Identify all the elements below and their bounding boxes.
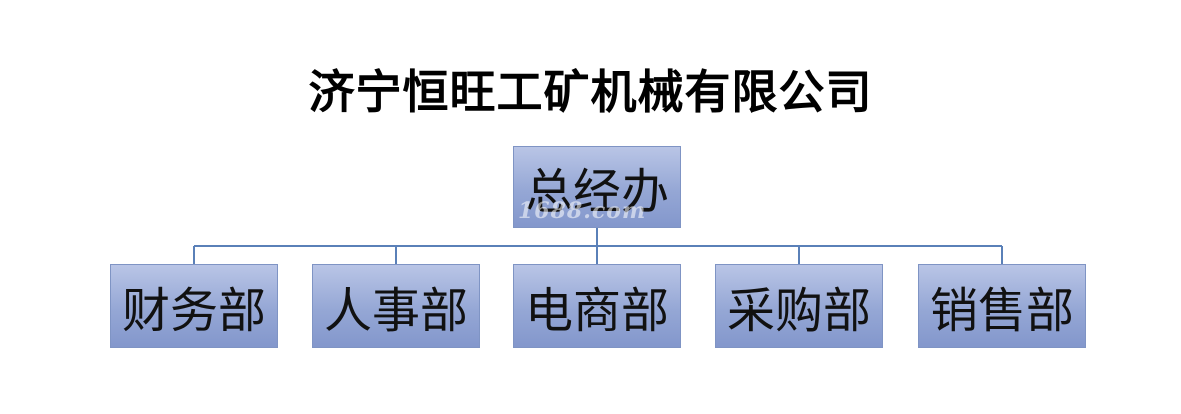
root-node: 总经办 bbox=[513, 146, 681, 228]
dept-node-sales: 销售部 bbox=[918, 264, 1086, 348]
dept-node-label: 电商部 bbox=[524, 283, 669, 339]
company-title: 济宁恒旺工矿机械有限公司 bbox=[308, 65, 873, 119]
dept-node-label: 采购部 bbox=[726, 283, 871, 339]
dept-node-label: 销售部 bbox=[929, 283, 1074, 339]
dept-node-label: 人事部 bbox=[323, 283, 468, 339]
dept-node-purchasing: 采购部 bbox=[715, 264, 883, 348]
dept-node-hr: 人事部 bbox=[312, 264, 480, 348]
root-node-label: 总经办 bbox=[524, 164, 669, 220]
dept-node-label: 财务部 bbox=[121, 283, 266, 339]
dept-node-finance: 财务部 bbox=[110, 264, 278, 348]
dept-node-ecommerce: 电商部 bbox=[513, 264, 681, 348]
